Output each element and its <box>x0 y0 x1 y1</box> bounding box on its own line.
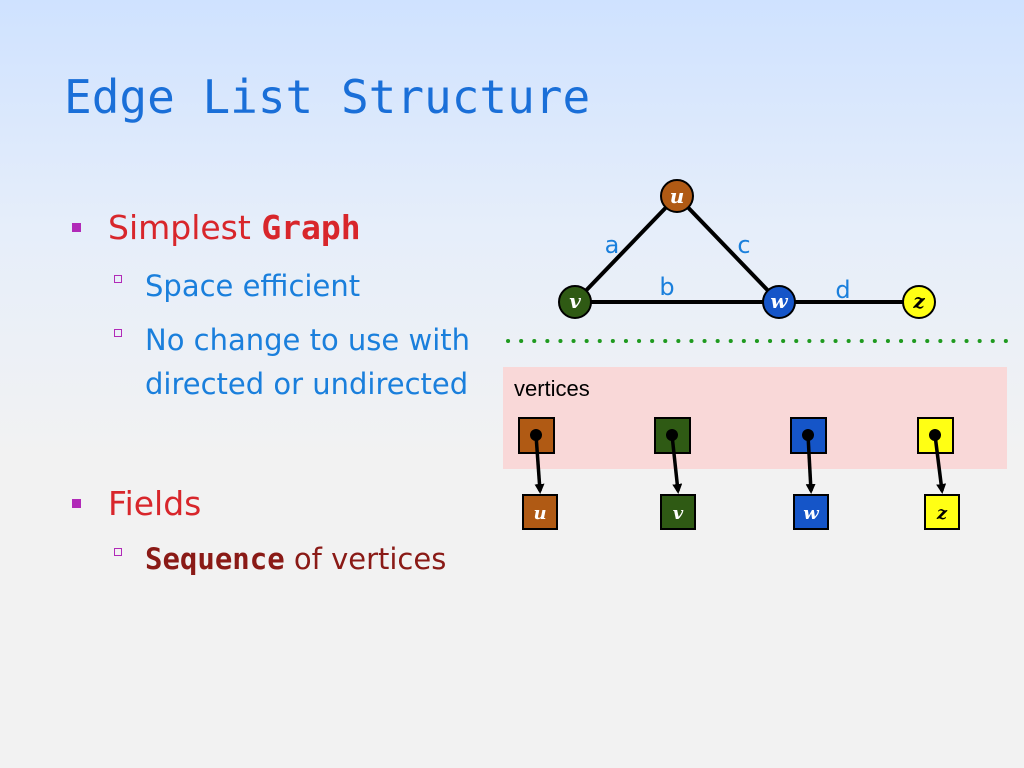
graph-vertex-w <box>762 285 796 319</box>
edge-a <box>573 194 679 304</box>
pointer-arrow-u <box>534 434 545 494</box>
edge-c <box>675 194 781 304</box>
bullet-text: Fields <box>108 484 202 523</box>
vertex-element-w <box>793 494 829 530</box>
sub-bullet-square-icon <box>114 329 122 337</box>
vertices-container-label: vertices <box>514 376 590 401</box>
code-graph: Graph <box>261 208 361 247</box>
edge-label-a: a <box>605 231 620 259</box>
vertex-element-label-w: w <box>803 503 820 524</box>
vertex-element-z <box>924 494 960 530</box>
sub-bullet-line-2: directed or undirected <box>145 367 469 401</box>
sub-bullet-line-1: No change to use with <box>145 323 471 357</box>
vertex-element-label-z: z <box>936 503 948 524</box>
vertex-element-v <box>660 494 696 530</box>
graph-vertex-label-v: v <box>569 289 581 313</box>
graph-vertex-u <box>660 179 694 213</box>
bullet-text: Simplest <box>108 208 262 247</box>
bullet-square-icon <box>72 223 81 232</box>
graph-vertex-label-w: w <box>770 289 788 313</box>
page-title: Edge List Structure <box>64 70 591 124</box>
sub-bullet-text: of vertices <box>284 542 447 576</box>
sub-bullet-square-icon <box>114 275 122 283</box>
edge-label-b: b <box>659 273 674 301</box>
bullet-square-icon <box>72 499 81 508</box>
code-sequence: Sequence <box>145 542 285 576</box>
graph-vertex-label-z: z <box>912 289 925 313</box>
graph-vertex-z <box>902 285 936 319</box>
vertex-element-label-v: v <box>673 503 684 524</box>
edge-label-c: c <box>737 231 750 259</box>
pointer-arrow-v <box>670 434 683 494</box>
pointer-arrow-z <box>933 434 947 494</box>
graph-vertex-v <box>558 285 592 319</box>
vertex-element-label-u: u <box>533 503 546 524</box>
vertex-element-u <box>522 494 558 530</box>
pointer-arrow-w <box>805 434 816 494</box>
sub-bullet-square-icon <box>114 548 122 556</box>
sub-bullet-text: Space efficient <box>145 269 361 303</box>
edge-label-d: d <box>835 276 850 304</box>
graph-vertex-label-u: u <box>670 184 685 208</box>
